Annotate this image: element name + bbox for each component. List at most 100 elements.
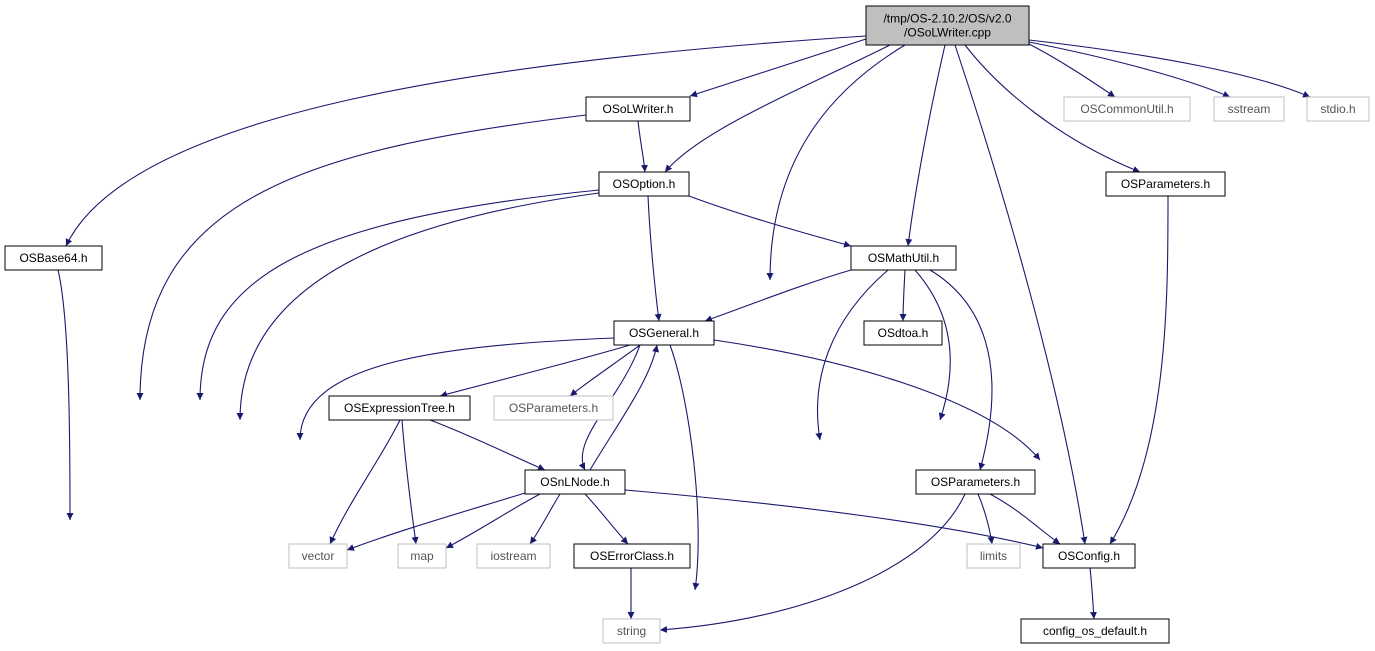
edge-osoption-h-to-osgeneral-h	[647, 195, 662, 322]
node-box	[1306, 96, 1370, 122]
edge-osparameters-h-low-to-osconfig-h	[989, 493, 1061, 545]
node-osgeneral-h[interactable]: OSGeneral.h	[613, 320, 715, 346]
edge-osgeneral-h-to-osexpressiontree-h	[439, 344, 631, 398]
edge-osnlnode-h-to-map	[445, 493, 541, 549]
node-osolwriter-h[interactable]: OSoLWriter.h	[585, 96, 691, 122]
node-iostream: iostream	[476, 543, 551, 569]
node-box	[288, 543, 348, 569]
node-label: stdio.h	[1320, 102, 1355, 116]
node-box	[573, 543, 691, 569]
node-label: OSoLWriter.h	[603, 102, 674, 116]
edge-root-to-osmathutil-h	[905, 44, 946, 247]
node-config-os-default-h[interactable]: config_os_default.h	[1020, 618, 1170, 644]
node-osparameters-h-top[interactable]: OSParameters.h	[1105, 171, 1226, 197]
node-box	[493, 395, 614, 421]
node-label: OSdtoa.h	[878, 326, 929, 340]
edge-osconfig-h-to-config-os-default-h	[1089, 567, 1097, 620]
node-oserrorclass-h[interactable]: OSErrorClass.h	[573, 543, 691, 569]
edge-osolwriter-h-to-string	[136, 114, 587, 401]
node-label: limits	[980, 549, 1007, 563]
node-box	[476, 543, 551, 569]
edge-root-to-osconfig-h	[954, 44, 1088, 545]
edge-root-to-osoption-h	[664, 44, 891, 173]
edge-root-to-oscommonutil-h	[1028, 43, 1116, 98]
edge-root-to-stdio-h	[1028, 39, 1311, 98]
node-osparameters-h-low[interactable]: OSParameters.h	[915, 469, 1036, 495]
edge-root-to-osparameters-h-top	[964, 44, 1141, 173]
node-label: sstream	[1228, 102, 1271, 116]
node-osoption-h[interactable]: OSOption.h	[598, 171, 690, 197]
edges-layer	[57, 35, 1311, 633]
node-vector: vector	[288, 543, 348, 569]
node-box	[915, 469, 1036, 495]
node-label: /OSoLWriter.cpp	[904, 26, 991, 40]
node-osbase64-h[interactable]: OSBase64.h	[4, 245, 103, 271]
edge-osolwriter-h-to-osoption-h	[637, 120, 648, 173]
node-label: OSParameters.h	[931, 475, 1020, 489]
node-label: OSExpressionTree.h	[344, 401, 455, 415]
node-box	[602, 618, 661, 644]
node-osconfig-h[interactable]: OSConfig.h	[1042, 543, 1136, 569]
edge-osoption-h-to-osmathutil-h	[688, 195, 852, 248]
node-box	[966, 543, 1021, 569]
edge-osgeneral-h-to-osconfig-h	[713, 339, 1041, 461]
nodes-layer: /tmp/OS-2.10.2/OS/v2.0/OSoLWriter.cppOSo…	[4, 5, 1370, 644]
node-box	[1213, 96, 1285, 122]
node-oscommonutil-h: OSCommonUtil.h	[1063, 96, 1191, 122]
node-osexpressiontree-h[interactable]: OSExpressionTree.h	[328, 395, 471, 421]
edge-root-to-iostream	[766, 44, 906, 281]
edge-osgeneral-h-to-vector	[296, 337, 615, 441]
node-label: OSBase64.h	[19, 251, 87, 265]
edge-osnlnode-h-to-osconfig-h	[624, 489, 1044, 550]
node-osparameters-h-mid: OSParameters.h	[493, 395, 614, 421]
node-osdtoa-h[interactable]: OSdtoa.h	[863, 320, 943, 346]
edge-osnlnode-h-to-iostream	[529, 493, 561, 545]
node-label: OSParameters.h	[1121, 177, 1210, 191]
node-box	[863, 320, 943, 346]
node-string: string	[602, 618, 661, 644]
node-label: vector	[302, 549, 335, 563]
node-label: string	[617, 624, 646, 638]
edge-osnlnode-h-to-osgeneral-h	[589, 344, 660, 471]
edge-osexpressiontree-h-to-osnlnode-h	[429, 419, 546, 471]
edge-osnlnode-h-to-vector	[346, 492, 526, 551]
node-label: config_os_default.h	[1043, 624, 1147, 638]
node-box	[397, 543, 447, 569]
node-osmathutil-h[interactable]: OSMathUtil.h	[850, 245, 957, 271]
node-box	[865, 5, 1030, 46]
edge-root-to-osolwriter-h	[689, 38, 867, 98]
edge-root-to-osbase64-h	[65, 35, 867, 247]
node-box	[4, 245, 103, 271]
edge-osparameters-h-top-to-osconfig-h	[1109, 195, 1169, 545]
edge-osmathutil-h-to-osgeneral-h	[704, 269, 852, 322]
node-label: OSMathUtil.h	[868, 251, 939, 265]
node-label: OSErrorClass.h	[590, 549, 674, 563]
edge-osbase64-h-to-string	[57, 269, 74, 521]
edge-osoption-h-to-vector	[236, 192, 600, 421]
node-sstream: sstream	[1213, 96, 1285, 122]
edge-root-to-sstream	[1028, 41, 1231, 98]
node-label: /tmp/OS-2.10.2/OS/v2.0	[883, 12, 1011, 26]
edge-osexpressiontree-h-to-vector	[329, 419, 401, 545]
node-box	[613, 320, 715, 346]
edge-osparameters-h-low-to-limits	[977, 493, 995, 545]
node-label: iostream	[490, 549, 536, 563]
node-box	[598, 171, 690, 197]
edge-osoption-h-to-string	[196, 189, 600, 401]
node-box	[1042, 543, 1136, 569]
node-limits: limits	[966, 543, 1021, 569]
node-stdio-h: stdio.h	[1306, 96, 1370, 122]
edge-osexpressiontree-h-to-map	[401, 419, 419, 545]
node-osnlnode-h[interactable]: OSnLNode.h	[524, 469, 626, 495]
edge-osmathutil-h-to-oserrorclass-h	[815, 269, 889, 441]
edge-osgeneral-h-to-osparameters-h-mid	[569, 344, 641, 397]
edge-osmathutil-h-to-osdtoa-h	[899, 269, 907, 322]
node-box	[850, 245, 957, 271]
node-box	[1020, 618, 1170, 644]
node-box	[585, 96, 691, 122]
node-root[interactable]: /tmp/OS-2.10.2/OS/v2.0/OSoLWriter.cpp	[865, 5, 1030, 46]
node-label: OSParameters.h	[509, 401, 598, 415]
edge-osmathutil-h-to-osparameters-h-low	[929, 269, 993, 471]
node-label: OSConfig.h	[1058, 549, 1120, 563]
edge-osnlnode-h-to-oserrorclass-h	[584, 493, 629, 545]
